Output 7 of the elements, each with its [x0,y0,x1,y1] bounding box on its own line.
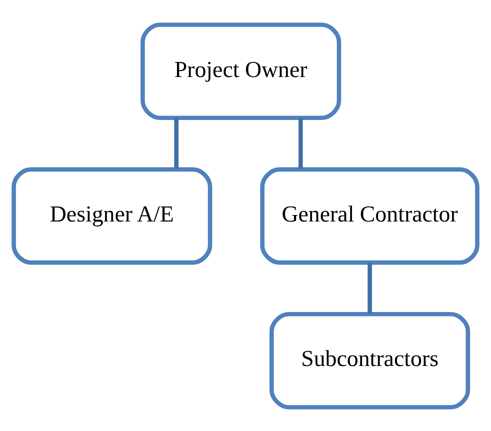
node-box: Project Owner [140,22,342,120]
connector [298,117,303,168]
node-box: General Contractor [260,166,480,264]
node-box: Subcontractors [270,312,470,409]
connector [174,117,179,168]
node-box: Designer A/E [12,166,212,264]
connector [368,262,372,314]
